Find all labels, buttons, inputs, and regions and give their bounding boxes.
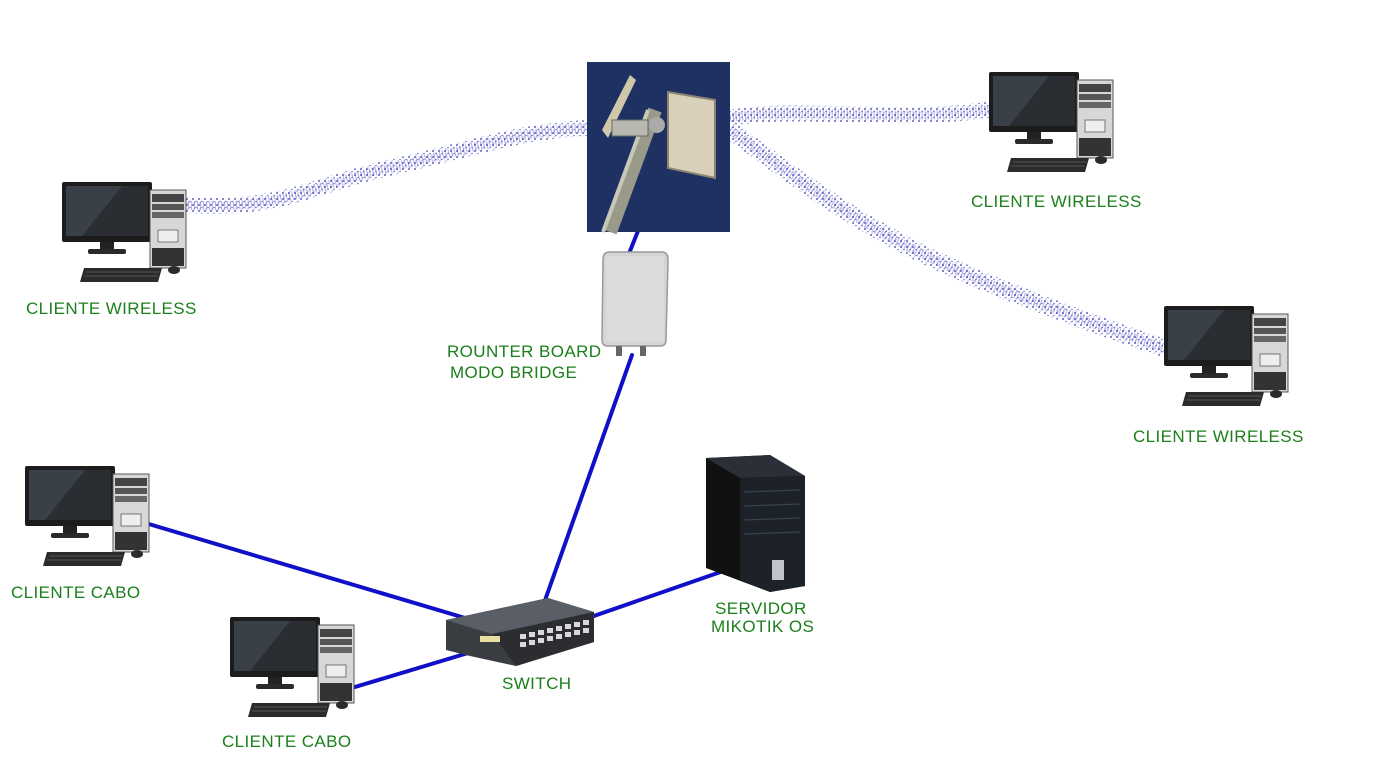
label-router-board: ROUNTER BOARD MODO BRIDGE (447, 341, 601, 383)
antenna-tower (587, 62, 730, 235)
label-router-board-line2: MODO BRIDGE (450, 363, 578, 382)
label-server: SERVIDOR MIKOTIK OS (711, 600, 814, 636)
label-server-line1: SERVIDOR (715, 599, 807, 618)
label-client-wireless-right: CLIENTE WIRELESS (1133, 427, 1304, 446)
label-router-board-line1: ROUNTER BOARD (447, 342, 602, 361)
label-client-cable-bottom: CLIENTE CABO (222, 732, 352, 751)
pc-client-wireless-left (61, 181, 187, 283)
router-board-device (601, 251, 669, 356)
label-client-wireless-left: CLIENTE WIRELESS (26, 299, 197, 318)
network-switch (446, 598, 594, 666)
server-tower (706, 455, 805, 592)
pc-client-wireless-top-right (988, 71, 1114, 173)
pc-client-cable-top (24, 465, 150, 567)
label-switch: SWITCH (502, 674, 572, 693)
label-server-line2: MIKOTIK OS (711, 617, 815, 636)
label-client-cable-top: CLIENTE CABO (11, 583, 141, 602)
pc-client-wireless-right (1163, 305, 1289, 407)
cable-router-switch (536, 353, 634, 622)
cable-client-bottom-switch (343, 648, 480, 692)
pc-client-cable-bottom (229, 616, 355, 718)
cable-client-top-switch (140, 520, 494, 628)
wireless-links (184, 100, 1173, 359)
label-client-wireless-top-right: CLIENTE WIRELESS (971, 192, 1142, 211)
